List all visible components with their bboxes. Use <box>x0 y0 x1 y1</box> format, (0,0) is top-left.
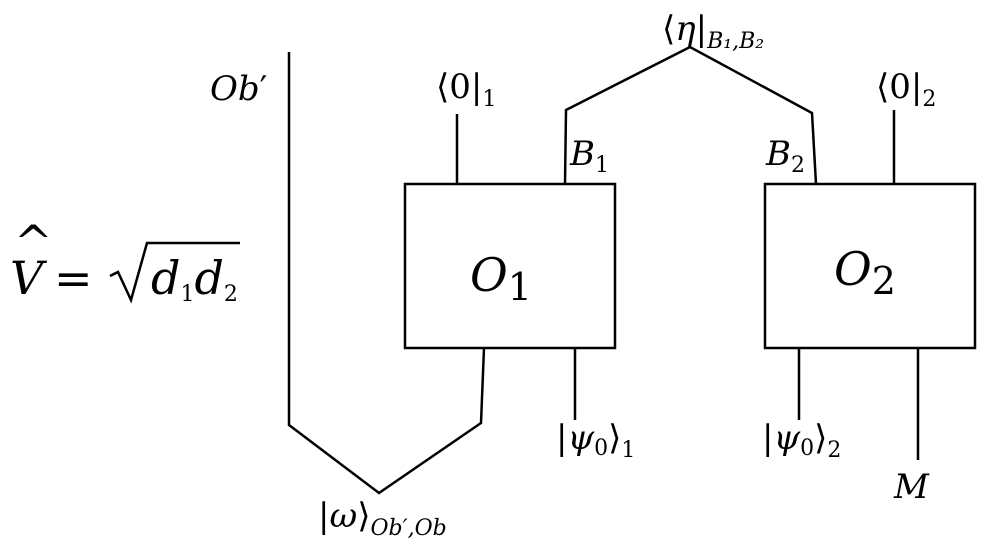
b2-label: B2 <box>765 134 805 178</box>
omega-cup-wire <box>287 52 486 495</box>
ob-prime-label: Ob′ <box>210 69 267 109</box>
equation-v-hat: ^ <box>14 215 53 269</box>
bra-eta-label: ⟨η|B₁,B₂ <box>662 9 764 54</box>
b1-label: B1 <box>569 134 609 178</box>
bra0-1-label: ⟨0|1 <box>436 67 496 112</box>
box-o1 <box>403 182 617 350</box>
box-o2 <box>763 182 977 350</box>
sqrt-sign <box>109 241 240 304</box>
equation: ^ V = d1d2 <box>10 215 240 307</box>
equation-equals: = <box>54 251 93 305</box>
ket-psi0-2-label: |ψ0⟩2 <box>762 418 841 463</box>
equation-v: V <box>10 251 48 305</box>
box-o2-label: O2 <box>834 242 896 303</box>
ket-psi0-1-label: |ψ0⟩1 <box>556 418 635 463</box>
equation-radicand: d1d2 <box>151 251 238 307</box>
m-label: M <box>893 467 930 507</box>
eta-cap-wire <box>563 45 818 185</box>
ket-omega-label: |ω⟩Ob′,Ob <box>318 496 447 541</box>
box-o1-label: O1 <box>470 248 532 309</box>
bra0-2-label: ⟨0|2 <box>876 67 936 112</box>
